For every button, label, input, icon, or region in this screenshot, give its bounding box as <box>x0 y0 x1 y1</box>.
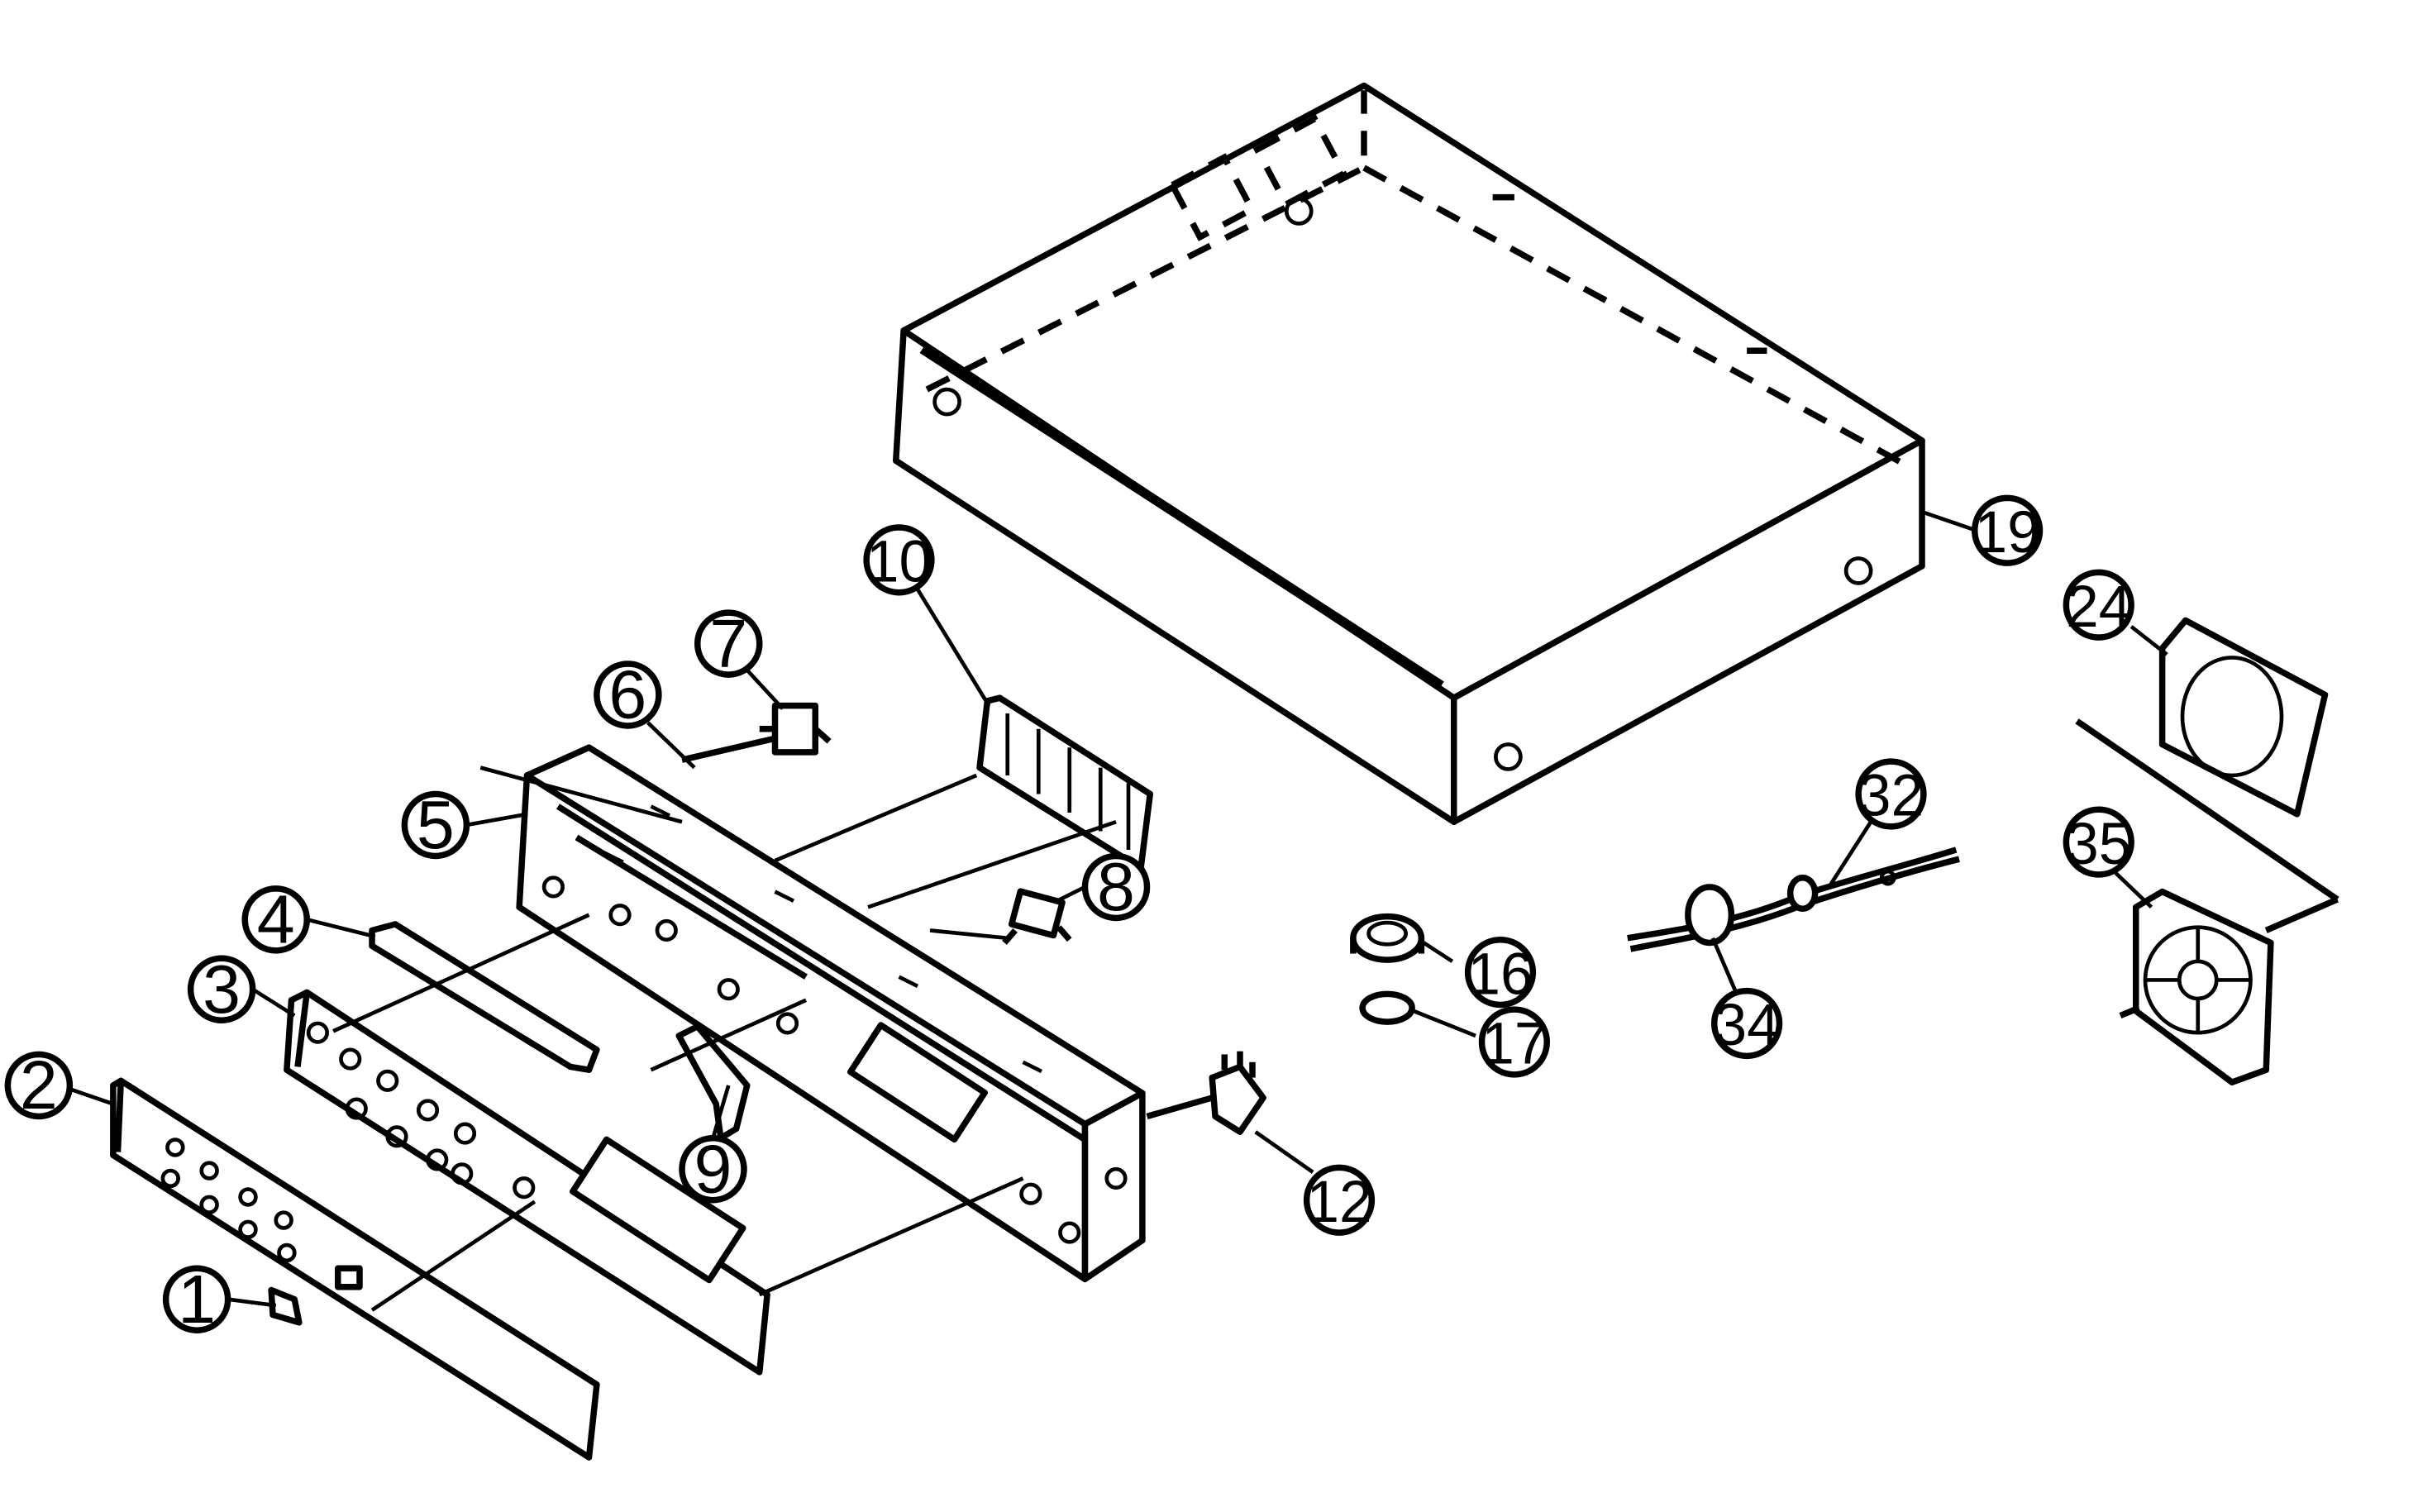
callout-label: 4 <box>257 881 295 957</box>
callout-label: 2 <box>20 1047 58 1123</box>
callout-label: 5 <box>417 787 455 863</box>
callout-label: 8 <box>1097 849 1135 925</box>
plug <box>1146 1051 1266 1135</box>
switch-part <box>759 702 832 756</box>
callout-label: 17 <box>1481 1011 1547 1077</box>
callout-label: 19 <box>1974 499 2039 565</box>
fan-24 <box>2075 617 2339 903</box>
callout-label: 7 <box>709 606 747 682</box>
callout-12: 12 <box>1303 1164 1376 1236</box>
callout-24: 24 <box>2063 569 2134 641</box>
callout-label: 9 <box>694 1131 732 1207</box>
callout-16: 16 <box>1464 936 1537 1009</box>
front-panel <box>284 989 770 1376</box>
callout-19: 19 <box>1972 494 2044 566</box>
callout-34: 34 <box>1711 987 1783 1060</box>
ring <box>1350 913 1425 963</box>
top-cover <box>893 82 1925 825</box>
circuit-board <box>976 694 1153 872</box>
callout-label: 10 <box>866 529 932 595</box>
front-chassis <box>516 744 1146 1283</box>
callout-17: 17 <box>1478 1006 1550 1078</box>
shaft <box>681 733 784 763</box>
callout-1: 1 <box>162 1262 231 1338</box>
washer <box>1359 990 1415 1025</box>
callout-9: 9 <box>679 1131 747 1207</box>
callout-label: 24 <box>2066 574 2131 640</box>
callout-label: 6 <box>608 657 646 733</box>
callout-35: 35 <box>2063 806 2134 878</box>
callout-7: 7 <box>694 606 763 682</box>
callout-5: 5 <box>401 787 470 863</box>
connector <box>1002 888 1072 945</box>
callout-8: 8 <box>1081 849 1151 925</box>
light-guide-bar <box>369 921 600 1073</box>
callout-label: 32 <box>1858 763 1924 829</box>
callout-4: 4 <box>241 881 310 957</box>
bracket <box>675 1023 751 1142</box>
callout-32: 32 <box>1855 758 1927 830</box>
callout-label: 16 <box>1467 941 1533 1007</box>
callout-label: 3 <box>203 952 241 1028</box>
callout-2: 2 <box>4 1047 74 1123</box>
callout-label: 34 <box>1714 992 1779 1058</box>
callout-3: 3 <box>187 952 256 1028</box>
callout-label: 35 <box>2066 811 2131 877</box>
display-window <box>110 1077 600 1461</box>
callout-10: 10 <box>863 524 935 596</box>
assembly-lines <box>332 766 1117 1312</box>
callout-label: 12 <box>1306 1169 1371 1235</box>
callout-label: 1 <box>178 1262 216 1338</box>
cable <box>1627 847 1960 952</box>
leader-lines <box>67 509 2168 1308</box>
fan-35 <box>2119 888 2339 1085</box>
callout-6: 6 <box>594 657 662 733</box>
